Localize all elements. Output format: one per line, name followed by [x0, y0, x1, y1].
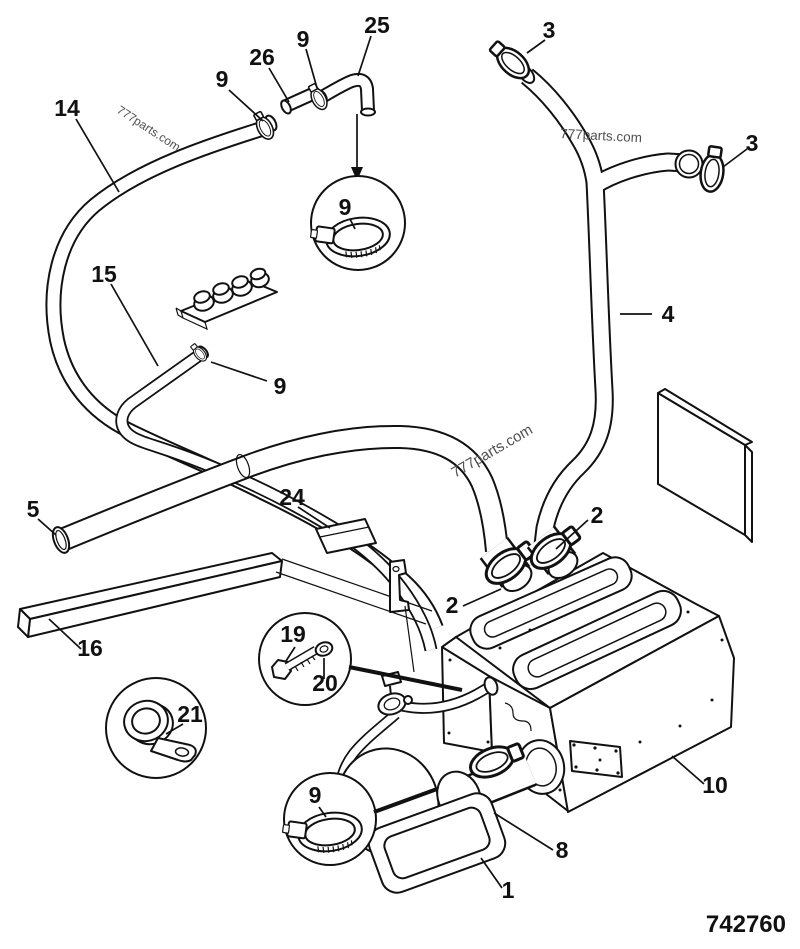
- flat-duct-16: [17, 552, 433, 638]
- detail-circle-clamp-bottom: [278, 772, 438, 866]
- heater-valve-assembly: [341, 671, 499, 780]
- callout-20: 20: [312, 670, 338, 696]
- washer-20: [314, 641, 334, 657]
- hose-cuff-2-left: [480, 536, 541, 596]
- main-pipe-5: [50, 437, 497, 555]
- leader-lines: [37, 35, 748, 889]
- callout-labels: 14 9 26 9 25 3 3 9 15 9 4 5 24 2 2 16 19…: [27, 12, 759, 903]
- callout-10: 10: [702, 772, 728, 798]
- callout-9-pipe26: 9: [297, 26, 310, 52]
- callout-9-detail-top: 9: [339, 194, 352, 220]
- detail-circle-bolt-washer: [258, 612, 463, 706]
- clamp-3-left: [484, 35, 536, 86]
- callout-4: 4: [662, 301, 675, 327]
- duct-plate-24: [315, 518, 377, 554]
- callout-1: 1: [502, 877, 515, 903]
- callout-19: 19: [280, 621, 306, 647]
- gasket-plate: [175, 267, 278, 331]
- callout-9-detail-bottom: 9: [309, 782, 322, 808]
- callout-21: 21: [177, 701, 203, 727]
- callout-25: 25: [364, 12, 390, 38]
- mounting-bracket: [389, 559, 415, 673]
- callout-3-right: 3: [746, 130, 759, 156]
- callout-24: 24: [279, 484, 305, 510]
- hose-cuff-2-right: [525, 521, 586, 583]
- callout-9-hose15: 9: [274, 373, 287, 399]
- detail-circle-pclip: [105, 677, 207, 779]
- bolt-19: [271, 646, 319, 680]
- callout-26: 26: [249, 44, 275, 70]
- drawing-number: 742760: [706, 911, 786, 938]
- callout-8: 8: [556, 837, 569, 863]
- box-side-plate: [569, 740, 623, 778]
- callout-3-left: 3: [543, 17, 556, 43]
- watermark-top-left: 777parts.com: [114, 103, 183, 154]
- callout-2-lower: 2: [446, 592, 459, 618]
- detail-circle-clamp-top: [306, 114, 406, 271]
- callout-14: 14: [54, 95, 80, 121]
- callout-9-hose14: 9: [216, 66, 229, 92]
- watermark-top-right: 777parts.com: [560, 126, 642, 145]
- callout-5: 5: [27, 496, 40, 522]
- callout-16: 16: [77, 635, 103, 661]
- filter-panel: [657, 388, 753, 543]
- callout-15: 15: [91, 261, 117, 287]
- clamp-3-right: [697, 144, 729, 195]
- callout-2-right: 2: [591, 502, 604, 528]
- p-clip-21: [123, 699, 197, 763]
